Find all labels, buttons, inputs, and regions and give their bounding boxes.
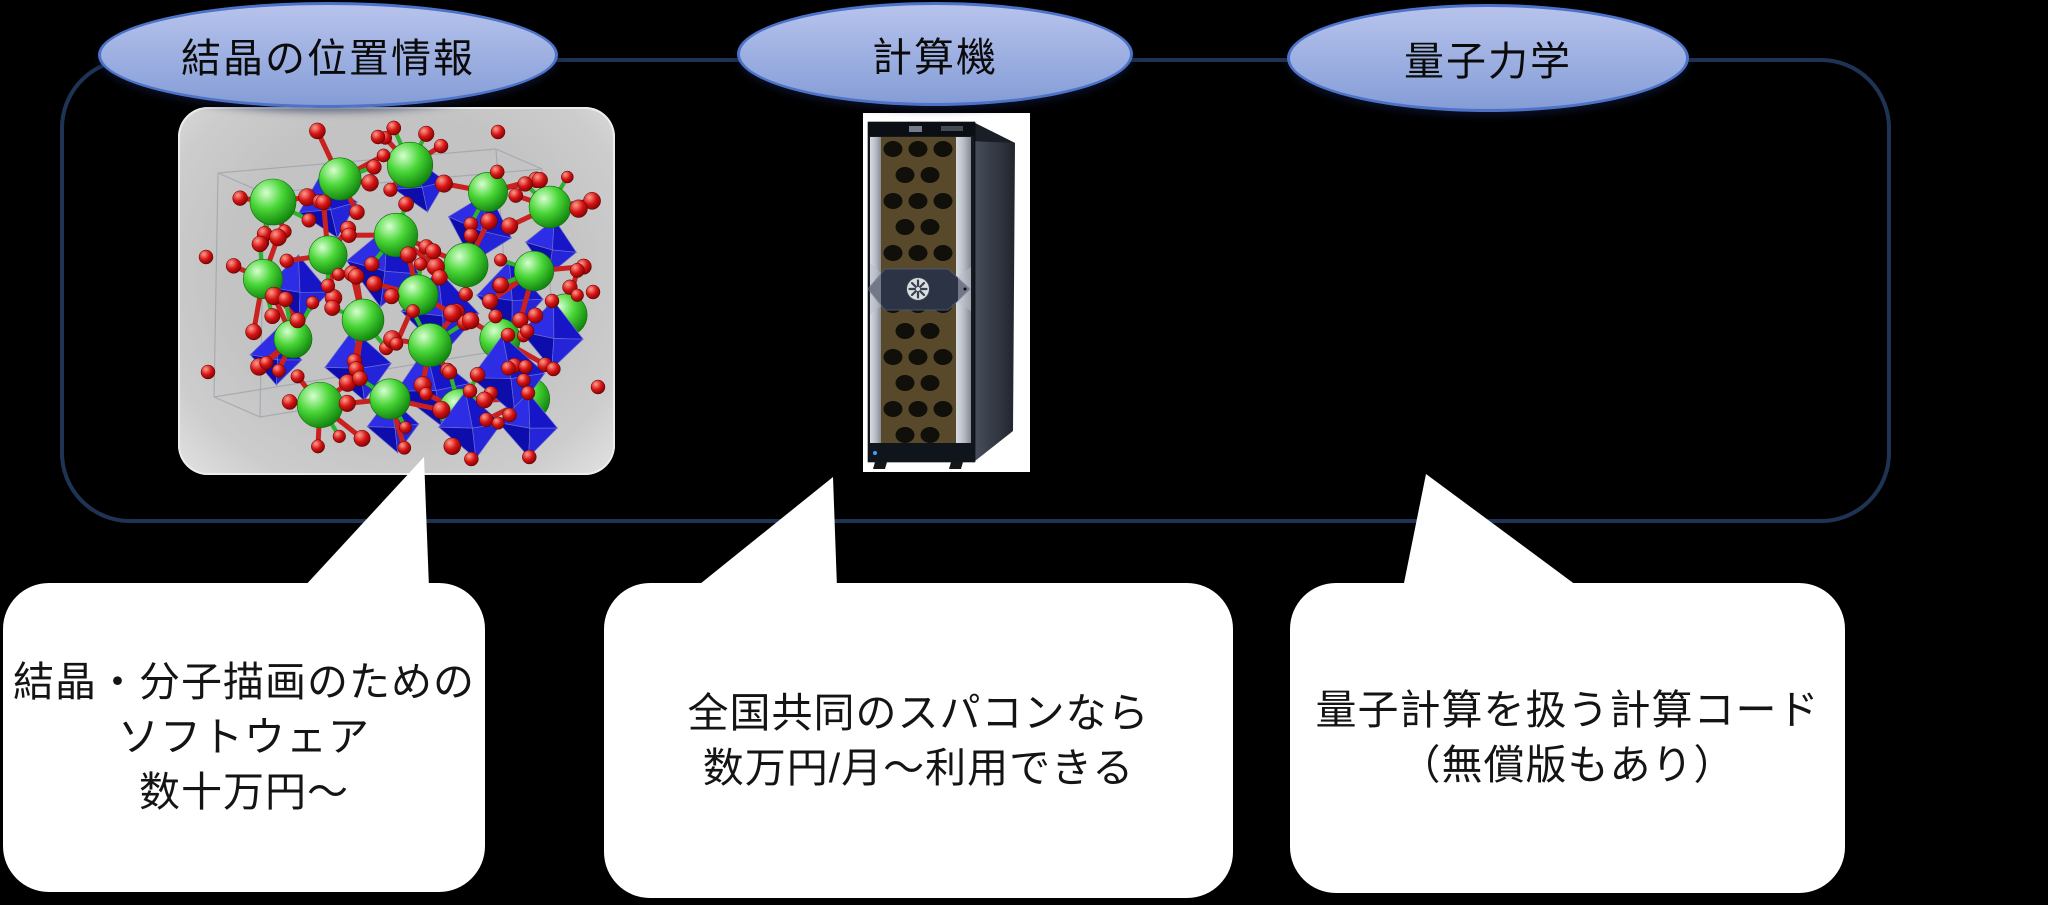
ellipse-quantum-mechanics: 量子力学	[1287, 4, 1689, 112]
ellipse-quantum-mechanics-label: 量子力学	[1404, 40, 1572, 84]
supercomputer-rack-drawing	[867, 121, 1015, 469]
ellipse-crystal-position-label: 結晶の位置情報	[181, 37, 475, 81]
ellipse-crystal-position: 結晶の位置情報	[98, 2, 558, 108]
callout-line: 数十万円〜	[139, 769, 349, 815]
callout-line: 全国共同のスパコンなら	[687, 689, 1150, 736]
ellipse-computer: 計算機	[737, 2, 1133, 106]
callout-line: ソフトウェア	[118, 714, 370, 760]
callout-line: 数万円/月〜利用できる	[702, 744, 1135, 791]
callout-line: 量子計算を扱う計算コード	[1315, 687, 1820, 733]
callout-calculation-code: 量子計算を扱う計算コード （無償版もあり）	[1290, 583, 1845, 893]
crystal-structure-drawing	[198, 120, 606, 467]
callout-line: （無償版もあり）	[1399, 742, 1736, 788]
callout-supercomputer-cost: 全国共同のスパコンなら 数万円/月〜利用できる	[604, 583, 1233, 898]
supercomputer-image	[863, 113, 1030, 472]
callout-software-cost: 結晶・分子描画のための ソフトウェア 数十万円〜	[3, 583, 485, 892]
crystal-structure-image	[178, 107, 615, 475]
callout-line: 結晶・分子描画のための	[13, 659, 475, 705]
ellipse-computer-label: 計算機	[872, 36, 998, 80]
